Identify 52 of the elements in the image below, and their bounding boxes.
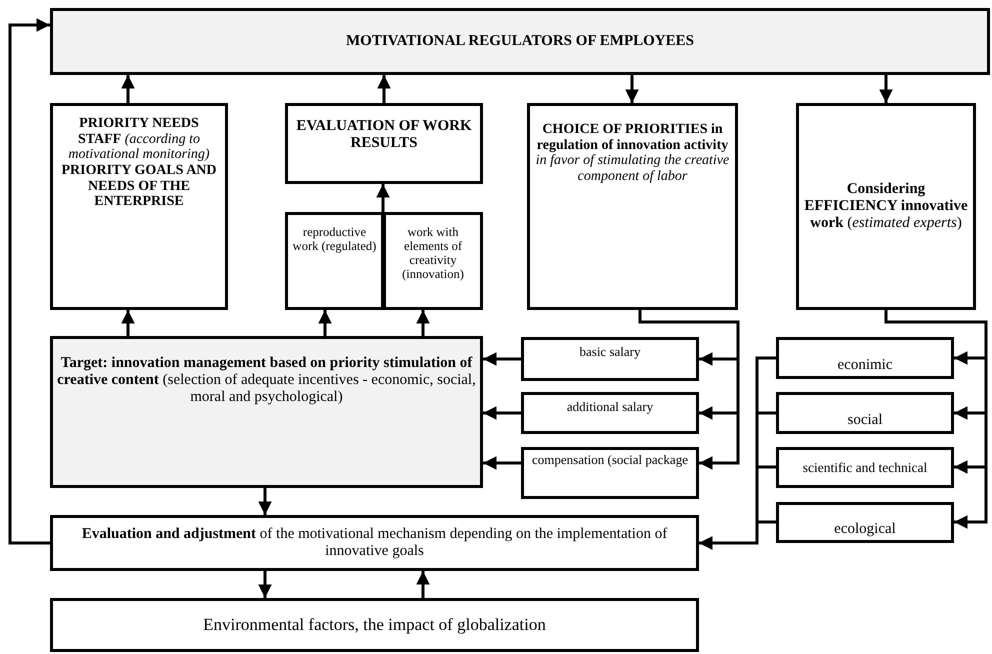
process-box [285, 103, 483, 184]
node-text: basic salary [579, 345, 640, 360]
arrow [121, 75, 135, 103]
process-box [776, 502, 954, 543]
arrow [884, 310, 988, 529]
process-box [50, 598, 699, 652]
arrow [376, 184, 390, 212]
node-text: work with elements of creativity (innovation) [401, 225, 465, 281]
arrow [258, 488, 272, 515]
node-text: compensation (social package [532, 453, 688, 468]
arrow [121, 310, 135, 336]
process-box [50, 103, 228, 310]
arrow [377, 75, 391, 103]
goal-box [50, 336, 483, 488]
process-box [521, 337, 699, 381]
process-box [796, 103, 976, 310]
node-text: ecological [834, 521, 896, 538]
arrow [8, 18, 50, 544]
arrow [258, 571, 272, 598]
header-box [50, 8, 990, 75]
arrow [483, 352, 521, 366]
arrow [483, 456, 521, 470]
process-box [50, 515, 699, 571]
node-text: scientific and technical [802, 460, 928, 476]
process-box [383, 212, 483, 310]
arrow [318, 310, 332, 336]
arrow [879, 75, 893, 103]
process-box [776, 392, 954, 434]
node-text: Evaluation and adjustment of the motivational mechanism depending on the implementation of innovative goals [80, 526, 668, 560]
arrow [416, 310, 430, 336]
process-box [776, 447, 954, 488]
node-text: CHOICE OF PRIORITIES in regulation of innovation activity in favor of stimulating the creative component of labor [534, 122, 730, 185]
arrow [625, 75, 639, 103]
process-box [521, 392, 699, 434]
node-text: Target: innovation management based on priority stimulation of creative content (selection of adequate incentives - economic, social, moral and psychological) [57, 355, 476, 406]
node-text: econimic [838, 357, 892, 374]
arrow [638, 310, 740, 470]
node-text: additional salary [566, 400, 654, 415]
process-box [285, 212, 384, 310]
arrow [483, 406, 521, 420]
node-text: PRIORITY NEEDS STAFF (according to motivational monitoring) PRIORITY GOALS AND NEEDS OF THE ENTERPRISE [60, 116, 218, 210]
node-text: MOTIVATIONAL REGULATORS OF EMPLOYEES [346, 33, 694, 50]
node-text: Considering EFFICIENCY innovative work (estimated experts) [803, 181, 969, 232]
process-box [776, 337, 954, 379]
arrow [416, 571, 430, 598]
node-text: Environmental factors, the impact of globalization [203, 615, 546, 635]
node-text: EVALUATION OF WORK RESULTS [295, 118, 473, 152]
node-text: social [848, 412, 882, 429]
process-box [521, 447, 699, 499]
process-box [527, 103, 738, 310]
node-text: reproductive work (regulated) [292, 225, 377, 253]
arrow [699, 520, 776, 550]
